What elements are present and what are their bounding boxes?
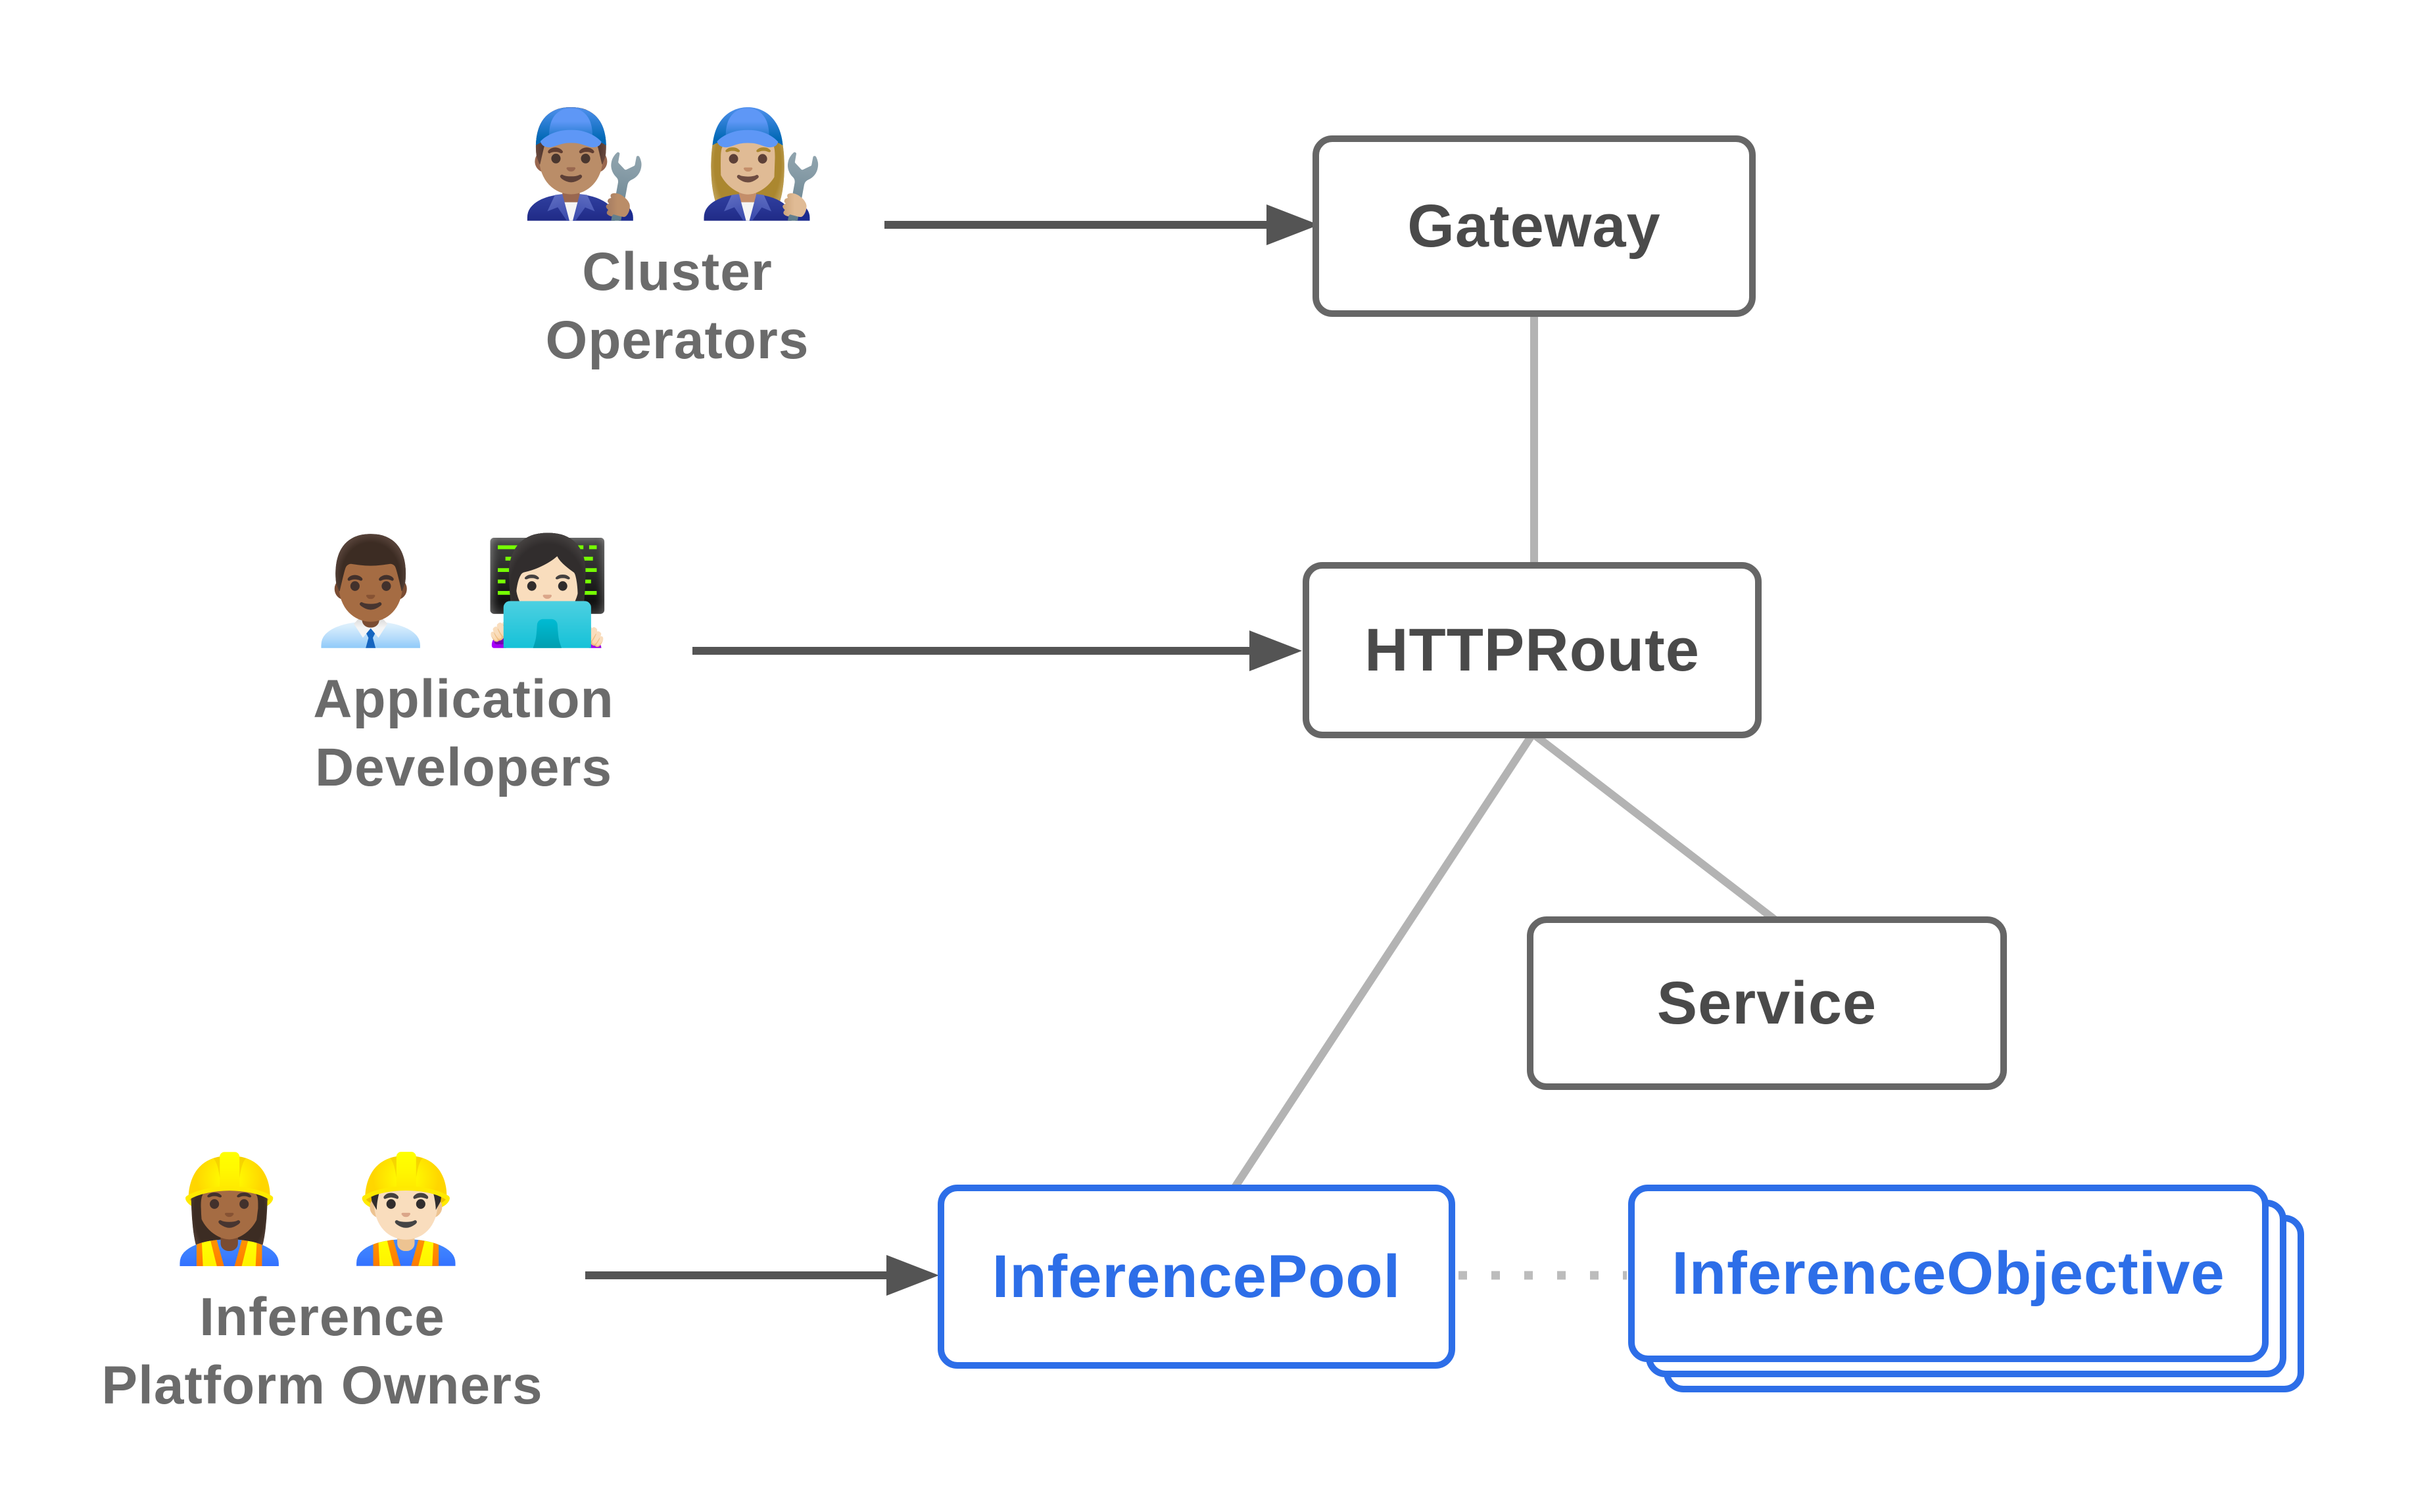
service-label: Service (1656, 969, 1877, 1037)
inference-platform-owners-actor: 👷🏾‍♀️ 👷🏻‍♂️ Inference Platform Owners (79, 1144, 566, 1420)
inference-objective-card: InferenceObjective (1628, 1185, 2269, 1362)
application-developers-label-line1: Application (313, 669, 614, 729)
inference-platform-owners-arrow (585, 1255, 939, 1296)
cluster-operators-label-line2: Operators (545, 310, 809, 370)
arrow-head-icon (886, 1255, 939, 1296)
inference-objective-label: InferenceObjective (1672, 1239, 2225, 1307)
cluster-operators-actor: 👨🏽‍🔧 👩🏼‍🔧 Cluster Operators (434, 99, 921, 375)
cluster-operators-label: Cluster Operators (434, 238, 921, 375)
inference-platform-owners-label: Inference Platform Owners (79, 1283, 566, 1420)
edge-httproute-inferencepool (1227, 731, 1537, 1196)
inference-platform-owners-label-line2: Platform Owners (101, 1356, 543, 1415)
inference-pool-label: InferencePool (992, 1242, 1401, 1310)
inference-platform-owners-label-line1: Inference (199, 1287, 445, 1347)
gateway-node: Gateway (1313, 135, 1756, 317)
man-mechanic-woman-mechanic-emoji: 👨🏽‍🔧 👩🏼‍🔧 (519, 106, 835, 222)
service-node: Service (1527, 916, 2007, 1090)
httproute-node: HTTPRoute (1303, 562, 1762, 738)
application-developers-label-line2: Developers (314, 738, 613, 797)
edge-httproute-service (1530, 730, 1780, 925)
construction-worker-emoji-pair: 👷🏾‍♀️ 👷🏻‍♂️ (164, 1151, 480, 1267)
office-worker-woman-technologist-emoji: 👨🏾‍💼 👩🏻‍💻 (306, 533, 621, 649)
application-developers-label: Application Developers (220, 665, 707, 802)
gateway-label: Gateway (1407, 192, 1661, 260)
application-developers-arrow (692, 630, 1302, 671)
arrow-head-icon (1249, 630, 1302, 671)
inference-objective-node: InferenceObjective (1628, 1185, 2304, 1392)
cluster-operators-arrow (884, 204, 1319, 245)
httproute-label: HTTPRoute (1364, 616, 1700, 684)
application-developers-actor: 👨🏾‍💼 👩🏻‍💻 Application Developers (220, 526, 707, 802)
cluster-operators-label-line1: Cluster (582, 242, 773, 302)
arrow-head-icon (1266, 204, 1319, 245)
inference-pool-node: InferencePool (938, 1185, 1455, 1369)
